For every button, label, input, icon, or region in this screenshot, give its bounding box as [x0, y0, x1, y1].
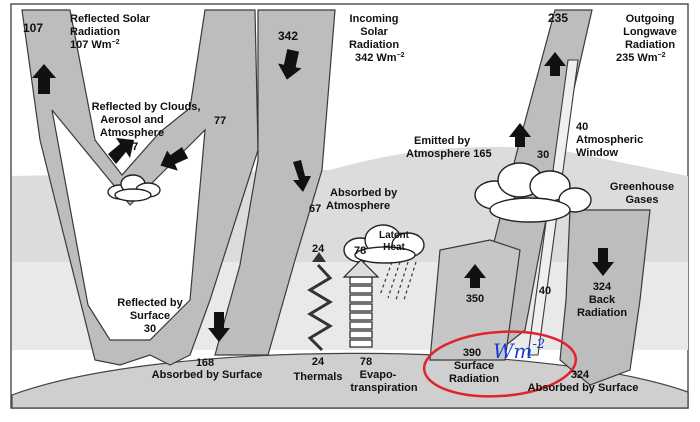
incoming-label-1: Incoming	[350, 13, 399, 25]
reflected-surface-label-1: Reflected by	[117, 297, 183, 309]
latent-heat-label-2: Heat	[383, 242, 405, 253]
arrow-up-165-icon	[509, 123, 531, 147]
absorbed-surface2-number: 324	[571, 369, 590, 381]
arrow-up-350-icon	[464, 264, 486, 288]
reflected-solar-exp: −2	[112, 39, 120, 46]
arrow-down-168-icon	[208, 312, 230, 342]
outgoing-label-1: Outgoing	[626, 13, 675, 25]
incoming-value: 342 Wm	[355, 52, 397, 64]
latent-heat-cloud-icon	[343, 224, 425, 264]
handwritten-annotation: Wm-2	[493, 337, 545, 363]
greenhouse-label-1: Greenhouse	[610, 181, 674, 193]
reflected-clouds-label-1: Reflected by Clouds,	[92, 101, 201, 113]
reflected-clouds-label-3: Atmosphere	[100, 127, 164, 139]
outgoing-label-4: 235 Wm−2	[616, 52, 666, 64]
latent-heat-label-1: Latent	[379, 230, 410, 241]
labels: 107 Reflected Solar Radiation 107 Wm−2 3…	[23, 11, 677, 394]
handwritten-unit: Wm	[493, 339, 533, 363]
annotation-circle	[422, 330, 578, 398]
thermals-top-number: 24	[312, 243, 325, 255]
evapo-number: 78	[360, 356, 372, 368]
absorbed-atm-number: 67	[309, 203, 321, 215]
thermals-zigzag-icon	[307, 263, 333, 352]
reflected-surface-number: 30	[144, 323, 156, 335]
surface-radiation-band	[429, 239, 521, 361]
arrow-reflected-clouds-icon	[108, 138, 134, 164]
back-radiation-label-1: Back	[589, 294, 616, 306]
arrow-down-342-icon	[278, 49, 302, 80]
surface-radiation-number: 390	[463, 347, 481, 359]
absorbed-surface2-label: Absorbed by Surface	[528, 382, 639, 394]
reflected-solar-label-3: 107 Wm−2	[70, 39, 120, 51]
reflected-solar-label-2: Radiation	[70, 26, 120, 38]
incoming-label-4: 342 Wm−2	[355, 52, 405, 64]
evapo-label-2: transpiration	[350, 382, 418, 394]
arrow-to-cloud-icon	[160, 147, 189, 171]
absorbed-atm-label-2: Atmosphere	[326, 200, 390, 212]
handwritten-exp: -2	[533, 337, 546, 352]
surface-radiation-label-1: Surface	[454, 360, 494, 372]
evapo-label-1: Evapo-	[360, 369, 397, 381]
incoming-number: 342	[278, 29, 298, 43]
evapo-top-number: 78	[354, 245, 366, 257]
back-radiation-number: 324	[593, 281, 612, 293]
reflected-solar-value: 107 Wm	[70, 39, 112, 51]
cloud-right-icon	[474, 162, 592, 223]
incoming-exp: −2	[397, 52, 405, 59]
rain-icon	[379, 261, 417, 301]
greenhouse-label-2: Gases	[625, 194, 658, 206]
back-radiation-band	[559, 209, 651, 386]
emitted-label-1: Emitted by	[414, 135, 471, 147]
window-label-1: Atmospheric	[576, 134, 643, 146]
arrow-up-235-icon	[544, 52, 566, 76]
incoming-label-2: Solar	[360, 26, 388, 38]
absorbed-atm-label-1: Absorbed by	[330, 187, 398, 199]
thermals-arrowhead-icon	[312, 252, 326, 262]
reflected-clouds-number: 77	[126, 141, 138, 153]
reflected-clouds-number-2: 77	[214, 115, 226, 127]
emitted-label-2: Atmosphere 165	[406, 148, 492, 160]
reflected-clouds-label-2: Aerosol and	[100, 114, 164, 126]
outgoing-exp: −2	[658, 52, 666, 59]
number-350: 350	[466, 293, 484, 305]
reflected-surface-label-2: Surface	[130, 310, 170, 322]
surface-radiation-label-2: Radiation	[449, 373, 499, 385]
absorbed-surface-label: Absorbed by Surface	[152, 369, 263, 381]
arrow-down-324-icon	[592, 248, 614, 276]
reflected-solar-label-1: Reflected Solar	[70, 13, 151, 25]
outgoing-label-2: Longwave	[623, 26, 677, 38]
window-label-2: Window	[576, 147, 618, 159]
reflected-solar-number: 107	[23, 21, 43, 35]
back-radiation-label-2: Radiation	[577, 307, 627, 319]
outgoing-label-3: Radiation	[625, 39, 675, 51]
window-40: 40	[576, 121, 588, 133]
thermals-label: Thermals	[294, 371, 343, 383]
arrow-absorbed-atm-icon	[293, 160, 311, 192]
incoming-solar-band	[214, 9, 336, 356]
arrow-up-107-icon	[32, 64, 56, 94]
evapotranspiration-arrow-icon	[342, 259, 380, 348]
absorbed-surface-number: 168	[196, 357, 214, 369]
cloud-left-icon	[107, 174, 161, 202]
incoming-label-3: Radiation	[349, 39, 399, 51]
number-40-lower: 40	[539, 285, 551, 297]
window-30: 30	[537, 149, 549, 161]
thermals-number: 24	[312, 356, 325, 368]
outgoing-value: 235 Wm	[616, 52, 658, 64]
flow-arrows	[32, 49, 614, 342]
outgoing-number: 235	[548, 11, 568, 25]
